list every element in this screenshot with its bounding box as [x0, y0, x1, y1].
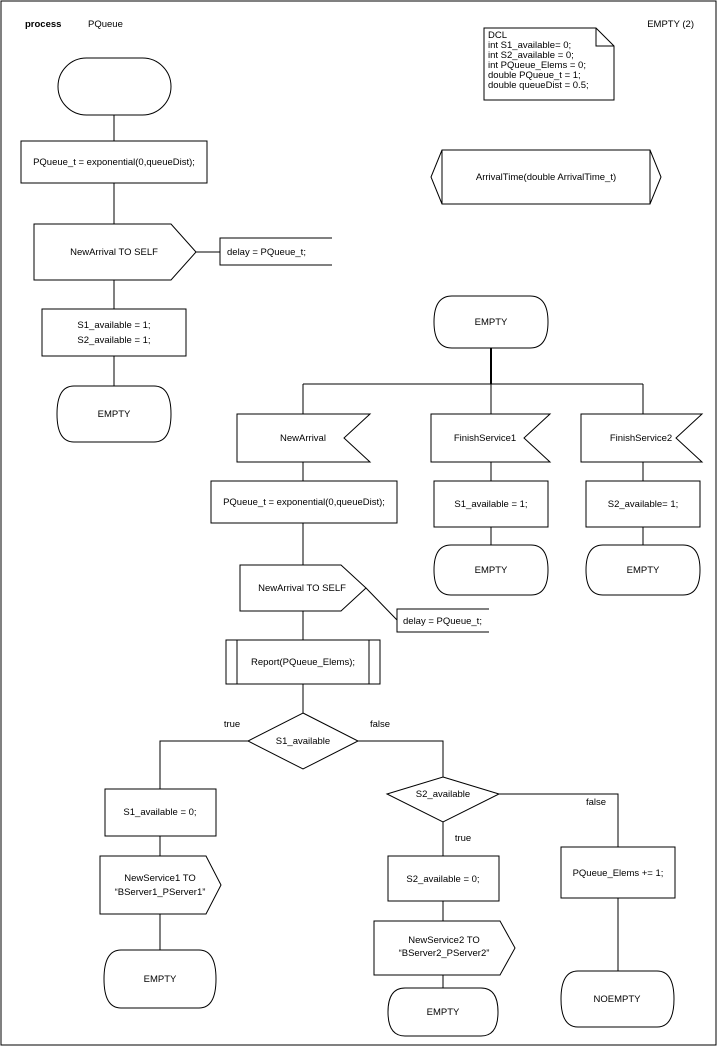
s1-take-task-label: S1_available = 0; [123, 807, 196, 818]
arrival-task: PQueue_t = exponential(0,queueDist); [210, 480, 398, 524]
start-init-task: PQueue_t = exponential(0,queueDist); [20, 140, 208, 184]
start-assign-line: S2_available = 1; [77, 335, 150, 346]
s1-output-line: NewService1 TO [124, 873, 195, 884]
start-next-state: EMPTY [56, 385, 172, 443]
finish2-next-state: EMPTY [585, 544, 701, 596]
input-new-arrival-label: NewArrival [280, 433, 326, 444]
input-finish-service2-label: FinishService2 [610, 433, 672, 444]
procedure-symbol: ArrivalTime(double ArrivalTime_t) [430, 149, 662, 205]
process-name: PQueue [88, 19, 123, 30]
start-set-timer: NewArrival TO SELF [33, 223, 197, 281]
start-delay-comment: delay = PQueue_t; [196, 237, 332, 266]
decision1-false-label: false [370, 719, 390, 730]
finish1-task-label: S1_available = 1; [454, 499, 527, 510]
input-finish-service1-label: FinishService1 [454, 433, 516, 444]
s2-output-line: NewService2 TO [408, 935, 479, 946]
queue-increment-task-label: PQueue_Elems += 1; [573, 868, 664, 879]
finish1-next-state: EMPTY [433, 544, 549, 596]
s1-take-task: S1_available = 0; [104, 788, 217, 837]
finish2-task: S2_available= 1; [585, 480, 701, 528]
dcl-line: double PQueue_t = 1; [488, 70, 581, 81]
s1-next-state: EMPTY [103, 949, 217, 1009]
queue-next-state-label: NOEMPTY [594, 994, 642, 1005]
report-procedure-call: Report(PQueue_Elems); [225, 639, 381, 685]
input-finish-service1: FinishService1 [430, 413, 552, 463]
finish1-next-state-label: EMPTY [475, 565, 508, 576]
arrival-delay-label: delay = PQueue_t; [403, 616, 482, 627]
arrival-set-timer: NewArrival TO SELF [239, 564, 367, 612]
process-keyword: process [25, 19, 61, 30]
dcl-text-symbol: DCL int S1_available= 0; int S2_availabl… [483, 27, 615, 101]
queue-increment-task: PQueue_Elems += 1; [560, 846, 676, 899]
queue-next-state: NOEMPTY [560, 970, 675, 1028]
start-init-task-label: PQueue_t = exponential(0,queueDist); [33, 157, 195, 168]
input-new-arrival: NewArrival [236, 413, 372, 463]
report-procedure-call-label: Report(PQueue_Elems); [251, 657, 355, 668]
arrival-delay-comment: delay = PQueue_t; [365, 587, 489, 633]
decision-s1-label: S1_available [276, 736, 330, 747]
state-empty-label: EMPTY [475, 317, 508, 328]
decision-s2-available: S2_available [385, 776, 501, 823]
dcl-line: int S2_available = 0; [488, 50, 574, 61]
input-finish-service2: FinishService2 [580, 413, 704, 463]
page-label: EMPTY (2) [647, 19, 694, 30]
s1-output-signal: NewService1 TO “BServer1_PServer1” [99, 855, 222, 915]
s2-output-signal: NewService2 TO “BServer2_PServer2” [373, 920, 516, 976]
start-assign-task: S1_available = 1; S2_available = 1; [41, 308, 187, 357]
dcl-line: int PQueue_Elems = 0; [488, 60, 586, 71]
arrival-task-label: PQueue_t = exponential(0,queueDist); [223, 497, 385, 508]
dcl-line: int S1_available= 0; [488, 40, 571, 51]
start-delay-label: delay = PQueue_t; [227, 247, 306, 258]
state-empty: EMPTY [433, 295, 549, 349]
s2-take-task-label: S2_available = 0; [406, 874, 479, 885]
decision-s1-available: S1_available [246, 712, 360, 770]
s2-next-state-label: EMPTY [427, 1007, 460, 1018]
finish2-next-state-label: EMPTY [627, 565, 660, 576]
s1-next-state-label: EMPTY [144, 974, 177, 985]
start-symbol [57, 57, 172, 116]
decision-s2-label: S2_available [416, 789, 470, 800]
procedure-label: ArrivalTime(double ArrivalTime_t) [476, 172, 616, 183]
start-assign-line: S1_available = 1; [77, 320, 150, 331]
s1-output-line: “BServer1_PServer1” [115, 887, 206, 898]
dcl-line: double queueDist = 0.5; [488, 80, 589, 91]
s2-take-task: S2_available = 0; [387, 855, 500, 902]
s2-output-line: “BServer2_PServer2” [399, 948, 490, 959]
decision2-false-label: false [586, 797, 606, 808]
start-set-timer-label: NewArrival TO SELF [70, 247, 158, 258]
start-next-state-label: EMPTY [98, 409, 131, 420]
finish2-task-label: S2_available= 1; [608, 499, 679, 510]
finish1-task: S1_available = 1; [433, 480, 549, 528]
s2-next-state: EMPTY [387, 987, 499, 1037]
arrival-set-timer-label: NewArrival TO SELF [258, 583, 346, 594]
dcl-line: DCL [488, 30, 507, 41]
decision1-true-label: true [224, 719, 240, 730]
decision2-true-label: true [455, 833, 471, 844]
